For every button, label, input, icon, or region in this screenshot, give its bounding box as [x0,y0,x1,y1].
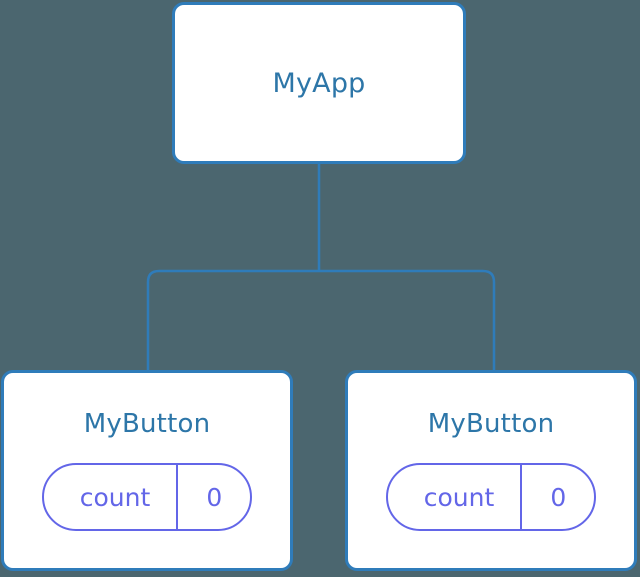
state-key-right: count [423,482,495,512]
state-key-left: count [79,482,151,512]
node-mybutton-left-label: MyButton [83,409,211,439]
state-pill-left[interactable]: count 0 [41,463,253,531]
connector-branch-bar [146,269,496,370]
node-mybutton-right[interactable]: MyButton count 0 [345,370,637,571]
state-value-left: 0 [176,465,250,529]
node-mybutton-right-label: MyButton [427,409,555,439]
node-mybutton-left[interactable]: MyButton count 0 [1,370,293,571]
state-value-right: 0 [520,465,594,529]
node-myapp[interactable]: MyApp [172,2,466,164]
state-pill-right[interactable]: count 0 [385,463,597,531]
node-myapp-label: MyApp [272,67,366,99]
